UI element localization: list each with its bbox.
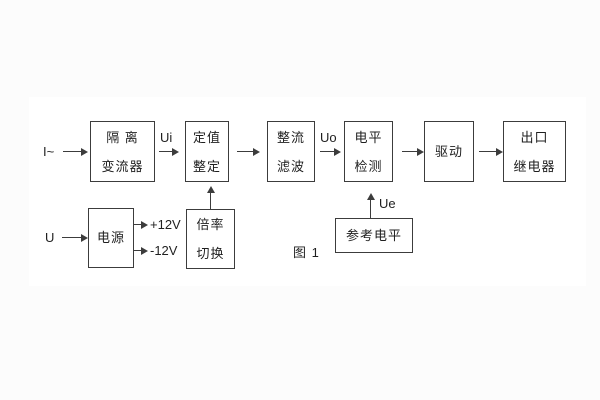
block-line: 切换	[196, 246, 225, 261]
arrow-driver-to-relay-icon	[479, 148, 503, 156]
block-line: 隔 离	[106, 129, 139, 145]
block-reference-level: 参考电平	[335, 218, 413, 253]
block-isolation-transformer: 隔 离 变流器	[90, 121, 155, 182]
block-line: 参考电平	[345, 227, 402, 243]
block-line: 定值	[192, 129, 221, 145]
arrow-voltage-input-icon	[62, 234, 88, 242]
block-rectifier-filter: 整流 滤波	[267, 121, 315, 182]
label-minus-12v: -12V	[150, 243, 178, 258]
arrow-ratio-to-setting-icon	[207, 186, 215, 209]
label-ui: Ui	[160, 130, 173, 145]
block-level-detector: 电平 检测	[344, 121, 393, 182]
block-line: 继电器	[513, 158, 556, 174]
label-ue: Ue	[379, 196, 396, 211]
block-output-relay: 出口 继电器	[503, 121, 566, 182]
block-line: 变流器	[101, 158, 144, 174]
block-line: 检测	[354, 158, 383, 174]
block-ratio-switch: 倍率 切换	[186, 209, 235, 269]
block-line: 整流	[276, 129, 305, 145]
arrow-level-to-driver-icon	[402, 148, 424, 156]
block-line: 整定	[192, 158, 221, 174]
block-line: 倍率	[196, 217, 225, 232]
arrow-current-input-icon	[63, 148, 88, 156]
block-line: 驱动	[434, 143, 463, 159]
arrow-plus-12v-icon	[133, 221, 148, 229]
block-line: 电源	[96, 230, 125, 245]
figure-caption: 图 1	[293, 245, 320, 260]
block-line: 滤波	[276, 158, 305, 174]
block-line: 电平	[354, 129, 383, 145]
block-line: 出口	[520, 129, 549, 145]
label-input-current: I~	[43, 144, 55, 159]
block-power-supply: 电源	[88, 208, 134, 268]
block-setting-adjust: 定值 整定	[185, 121, 229, 182]
arrow-setting-to-rectifier-icon	[237, 148, 260, 156]
arrow-rectifier-to-level-icon	[320, 148, 341, 156]
arrow-minus-12v-icon	[133, 247, 148, 255]
arrow-reference-to-level-icon	[367, 193, 375, 218]
arrow-isolation-to-setting-icon	[159, 148, 179, 156]
label-plus-12v: +12V	[150, 217, 181, 232]
block-driver: 驱动	[424, 121, 474, 182]
label-uo: Uo	[320, 130, 337, 145]
label-input-voltage: U	[45, 230, 55, 245]
